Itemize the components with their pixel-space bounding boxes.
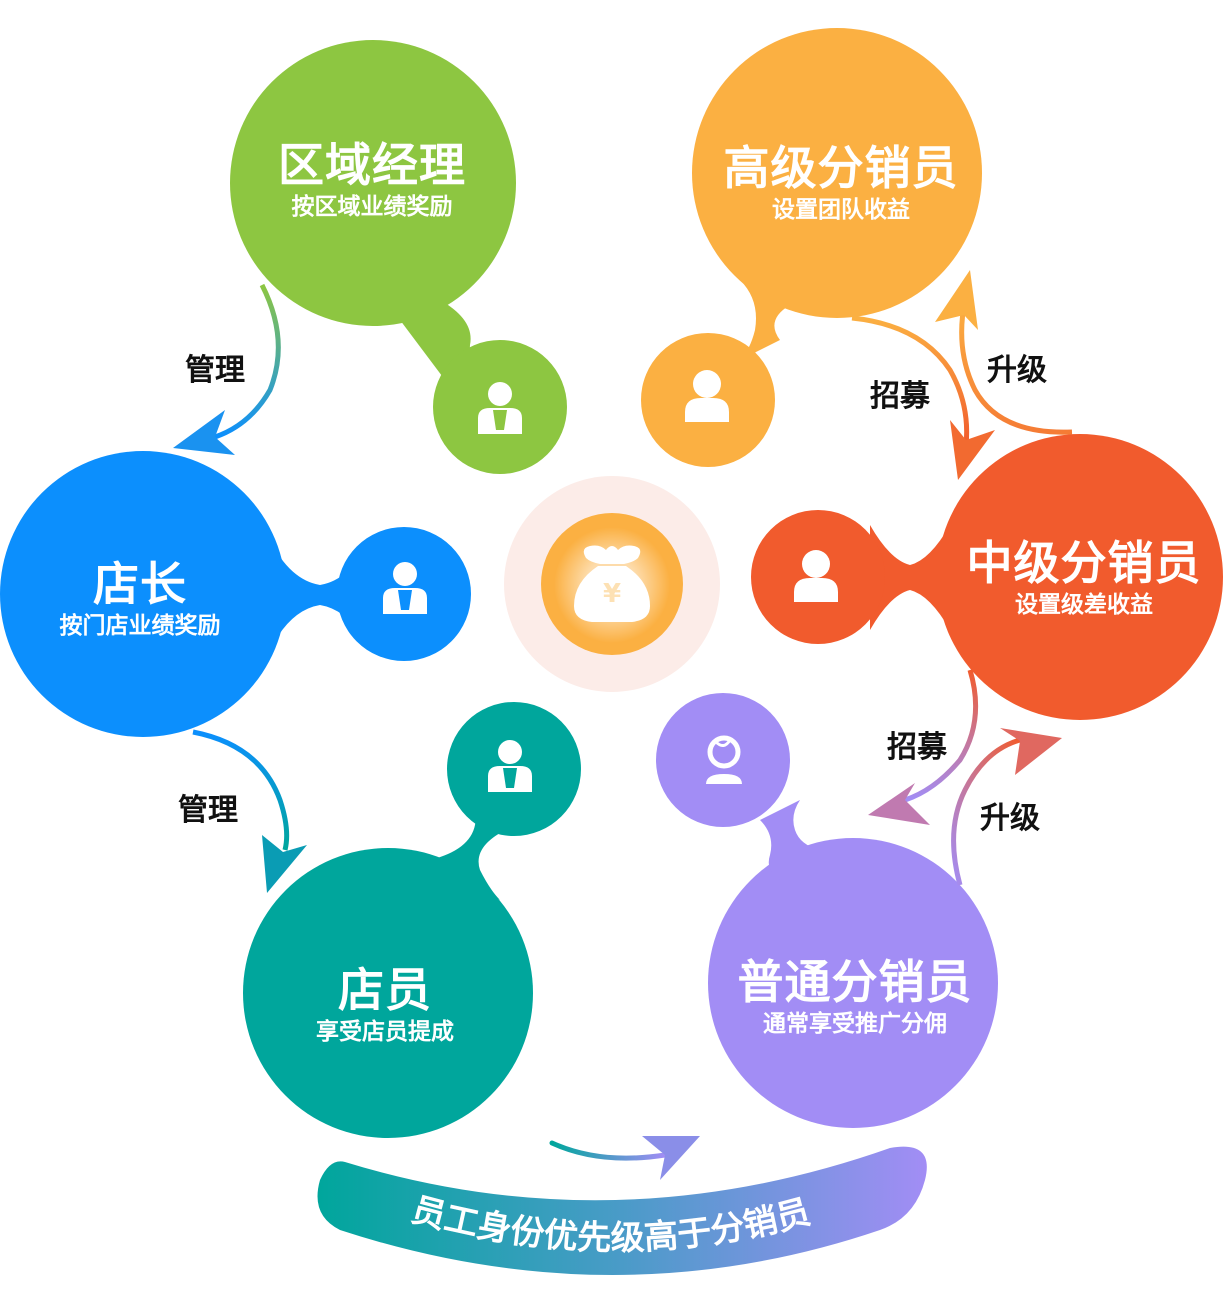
- manage-arrow-1: [173, 283, 281, 455]
- node-regional-manager[interactable]: [230, 40, 567, 474]
- normal-distributor-circle: [708, 838, 998, 1128]
- store-manager-connector: [270, 540, 370, 650]
- recruit-label-1: 招募: [870, 379, 930, 414]
- normal-distributor-icon-bubble: [656, 693, 790, 827]
- node-normal-distributor[interactable]: [656, 693, 998, 1128]
- node-title: 店员: [338, 963, 432, 1017]
- normal-distributor-label: 普通分销员 通常享受推广分佣: [738, 955, 973, 1039]
- manage-label-1: 管理: [185, 353, 245, 388]
- regional-manager-circle: [230, 40, 516, 326]
- node-subtitle: 按区域业绩奖励: [291, 194, 453, 220]
- person-icon: [794, 550, 838, 602]
- upgrade-arrow-1: [935, 270, 1073, 435]
- money-bag-yen-icon: ¥: [574, 545, 650, 622]
- upgrade-label-2: 升级: [980, 801, 1040, 836]
- node-title: 区域经理: [278, 138, 466, 192]
- manage-arrow-2: [192, 729, 307, 893]
- user-avatar-icon: [706, 735, 742, 784]
- node-subtitle: 通常享受推广分佣: [763, 1011, 947, 1037]
- node-title: 中级分销员: [966, 536, 1202, 590]
- upgrade-arrow-2: [951, 728, 1062, 886]
- node-title: 店长: [93, 557, 187, 611]
- node-title: 普通分销员: [737, 955, 973, 1009]
- node-store-clerk[interactable]: [243, 702, 581, 1138]
- manager-person-icon: [488, 740, 532, 792]
- node-subtitle: 设置团队收益: [772, 197, 910, 223]
- recruit-arrow-1: [851, 315, 995, 480]
- mid-distributor-connector: [870, 525, 950, 630]
- store-clerk-circle: [243, 848, 533, 1138]
- priority-banner: 员工身份优先级高于分销员: [317, 1136, 927, 1275]
- banner-shape: [317, 1146, 927, 1275]
- store-manager-circle: [0, 451, 286, 737]
- senior-distributor-connector: [740, 280, 830, 360]
- center-money-bag: ¥: [504, 476, 720, 692]
- node-mid-distributor[interactable]: [751, 434, 1223, 720]
- recruit-arrow-2: [868, 669, 979, 825]
- store-manager-label: 店长 按门店业绩奖励: [60, 557, 221, 641]
- store-clerk-label: 店员 享受店员提成: [316, 963, 454, 1047]
- banner-arrow: [549, 1136, 700, 1180]
- node-subtitle: 享受店员提成: [316, 1019, 454, 1045]
- regional-manager-icon-bubble: [433, 340, 567, 474]
- node-subtitle: 按门店业绩奖励: [59, 613, 221, 639]
- person-icon: [685, 370, 729, 422]
- manage-label-2: 管理: [178, 793, 238, 828]
- manager-person-icon: [383, 562, 427, 614]
- mid-distributor-circle: [937, 434, 1223, 720]
- mid-distributor-label: 中级分销员 设置级差收益: [967, 536, 1202, 620]
- node-title: 高级分销员: [723, 141, 959, 195]
- senior-distributor-label: 高级分销员 设置团队收益: [724, 141, 959, 225]
- normal-distributor-connector: [760, 800, 820, 880]
- yen-symbol: ¥: [603, 579, 621, 609]
- regional-manager-label: 区域经理 按区域业绩奖励: [278, 138, 466, 222]
- node-subtitle: 设置级差收益: [1015, 592, 1153, 618]
- recruit-label-2: 招募: [887, 730, 947, 765]
- manager-person-icon: [478, 382, 522, 434]
- upgrade-label-1: 升级: [987, 353, 1047, 388]
- node-store-manager[interactable]: [0, 451, 471, 737]
- node-senior-distributor[interactable]: [641, 28, 982, 467]
- senior-distributor-circle: [692, 28, 982, 318]
